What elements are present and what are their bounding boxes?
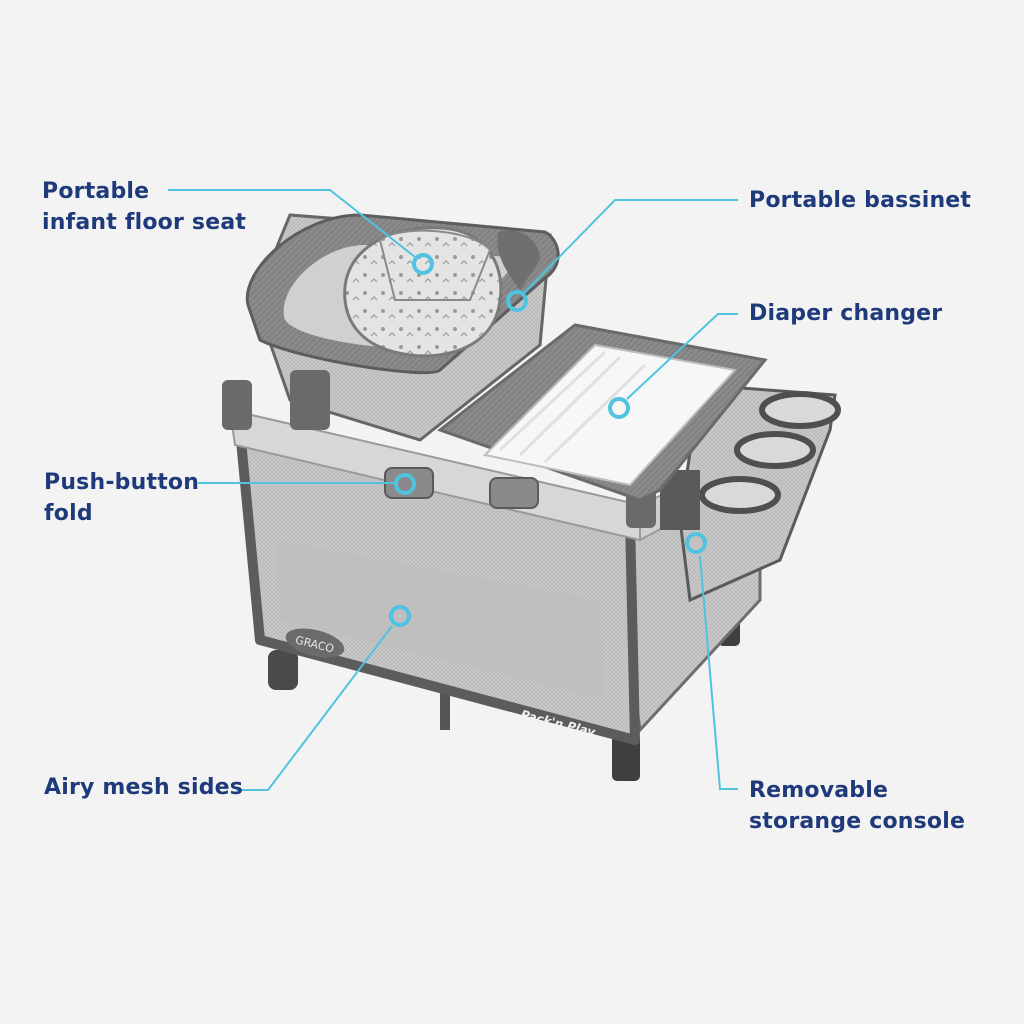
console-marker (685, 532, 707, 554)
callout-markers (389, 253, 707, 627)
storage-console (660, 383, 841, 603)
bassinet-marker (506, 290, 528, 312)
callout-console: Removable storange console (749, 775, 965, 837)
callout-console-line1: Removable (749, 778, 889, 803)
floor-seat-marker (412, 253, 434, 275)
callout-changer: Diaper changer (749, 298, 942, 329)
callout-bassinet-line1: Portable bassinet (749, 188, 972, 213)
callout-floor-seat: Portable infant floor seat (42, 176, 246, 238)
callout-push-fold-line1: Push-button (44, 470, 200, 495)
callout-lines (168, 189, 738, 791)
callout-console-line2: storange console (749, 809, 966, 834)
callout-mesh: Airy mesh sides (44, 772, 243, 803)
mesh-marker (389, 605, 411, 627)
callout-floor-seat-line1: Portable (42, 179, 150, 204)
callout-changer-line1: Diaper changer (749, 301, 943, 326)
changer-marker (608, 397, 630, 419)
callout-floor-seat-line2: infant floor seat (42, 210, 247, 235)
callout-push-fold: Push-button fold (44, 467, 199, 529)
callout-push-fold-line2: fold (44, 501, 93, 526)
diaper-changer (436, 323, 768, 502)
push-fold-marker (394, 473, 416, 495)
callout-mesh-line1: Airy mesh sides (44, 775, 244, 800)
callout-bassinet: Portable bassinet (749, 185, 971, 216)
